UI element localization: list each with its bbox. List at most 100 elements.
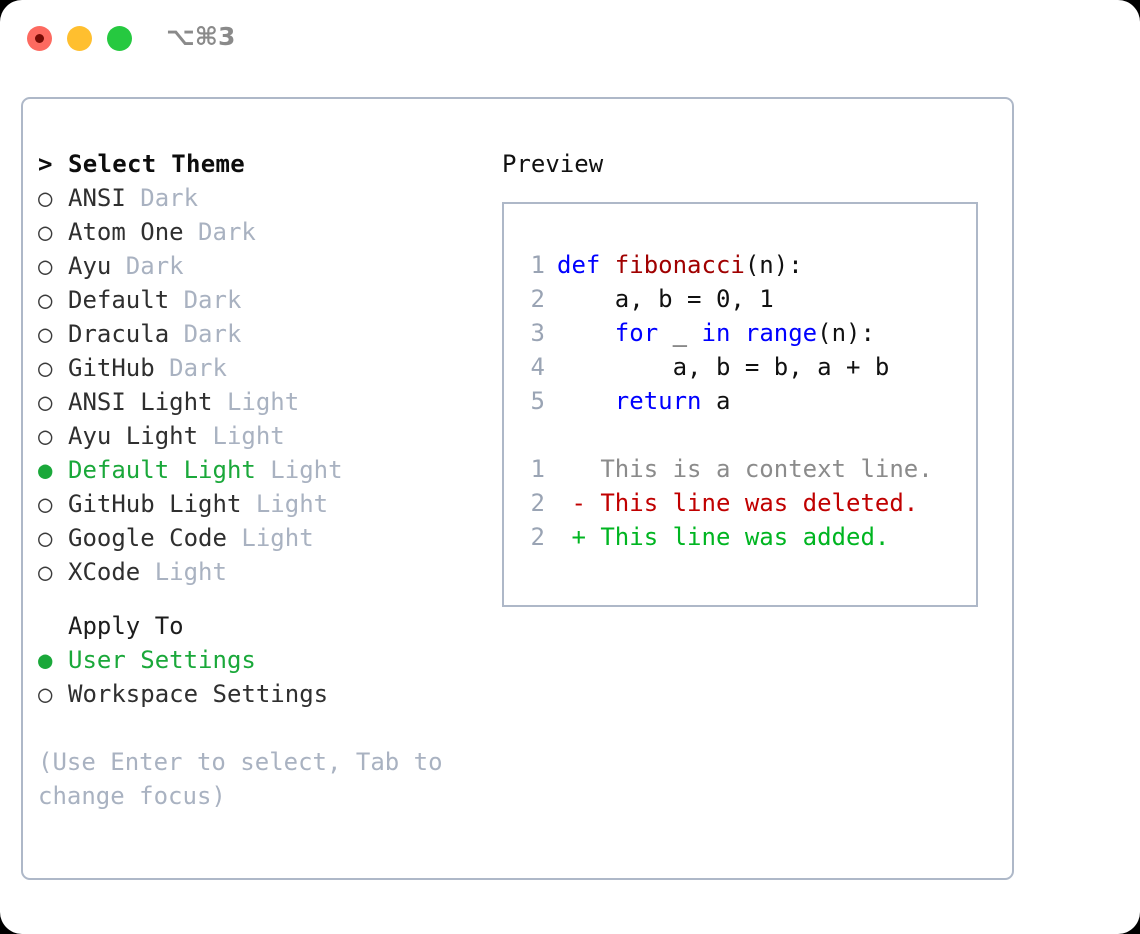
select-theme-heading: > Select Theme [38,147,478,181]
bullet-placeholder-icon: ○ [38,609,68,643]
theme-option-label: Dracula [68,320,170,348]
diff-marker: + [557,523,601,551]
close-button[interactable] [27,26,52,51]
page-title: Select Theme [68,150,245,178]
code-line: 4 a, b = b, a + b [515,350,933,384]
radio-unselected-icon: ○ [38,286,53,314]
theme-option-ansi[interactable]: ○ ANSI Dark [38,181,478,215]
theme-list-column: >Select Theme ○ANSI Dark○Atom One Dark○A… [38,147,478,813]
radio-unselected-icon: ○ [38,252,53,280]
line-number: 2 [530,523,545,551]
code-token: (n): [744,251,803,279]
theme-option-dracula[interactable]: ○Dracula Dark [38,317,478,351]
code-line: 1 def fibonacci(n): [515,248,933,282]
theme-category-badge: Dark [169,286,242,314]
code-token: _ [658,319,702,347]
radio-unselected-icon: ○ [38,524,53,552]
theme-category-badge: Dark [154,354,227,382]
diff-text: This is a context line. [600,455,933,483]
code-line: 2 a, b = 0, 1 [515,282,933,316]
theme-option-xcode[interactable]: ○ XCode Light [38,555,478,589]
radio-unselected-icon: ○ [38,490,53,518]
radio-selected-icon: ● [38,456,53,484]
theme-option-label: Google Code [68,524,227,552]
theme-option-atom-one[interactable]: ○ Atom One Dark [38,215,478,249]
code-token: a, b = b, a + b [557,353,890,381]
theme-option-github-light[interactable]: ○ GitHub Light Light [38,487,478,521]
radio-selected-icon: ● [38,646,53,674]
theme-option-ayu-light[interactable]: ○Ayu Light Light [38,419,478,453]
line-number: 5 [530,387,545,415]
code-token [557,387,615,415]
theme-option-default[interactable]: ○ Default Dark [38,283,478,317]
radio-unselected-icon: ○ [38,558,53,586]
radio-unselected-icon: ○ [38,218,53,246]
apply-to-option-label: Workspace Settings [68,680,329,708]
radio-unselected-icon: ○ [38,388,53,416]
diff-text: This line was added. [600,523,890,551]
theme-option-label: ANSI [68,184,126,212]
line-number: 2 [530,489,545,517]
theme-category-badge: Light [140,558,227,586]
theme-category-badge: Dark [125,184,199,212]
prompt-caret-icon: > [38,150,53,178]
diff-marker [557,455,600,483]
traffic-lights [27,26,132,51]
line-number: 1 [530,251,545,279]
diff-marker: - [557,489,601,517]
theme-option-github[interactable]: ○GitHub Dark [38,351,478,385]
apply-to-option-list: ●User Settings ○ Workspace Settings [38,643,478,711]
keyboard-shortcut-label: ⌥⌘3 [166,22,236,51]
apply-to-option-workspace-settings[interactable]: ○ Workspace Settings [38,677,478,711]
theme-option-label: XCode [68,558,141,586]
code-diff-separator [515,418,933,452]
theme-option-ansi-light[interactable]: ○ ANSI Light Light [38,385,478,419]
theme-option-label: GitHub Light [68,490,242,518]
apply-to-option-user-settings[interactable]: ●User Settings [38,643,478,677]
theme-option-ayu[interactable]: ○ Ayu Dark [38,249,478,283]
theme-category-badge: Dark [111,252,184,280]
list-spacer [38,589,478,609]
code-token: return [614,387,702,415]
theme-category-badge: Dark [169,320,242,348]
line-number: 2 [530,285,545,313]
theme-option-label: Default [68,286,170,314]
line-number: 4 [530,353,545,381]
line-number: 1 [530,455,545,483]
code-token: a, b = 0, 1 [557,285,774,313]
radio-unselected-icon: ○ [38,354,53,382]
theme-option-label: Ayu [68,252,112,280]
theme-option-label: Default Light [68,456,256,484]
theme-option-default-light[interactable]: ●Default Light Light [38,453,478,487]
diff-line-add: 2 + This line was added. [515,520,933,554]
code-token: def [557,251,615,279]
theme-category-badge: Light [226,524,314,552]
code-token: (n): [817,319,875,347]
preview-title: Preview [502,150,604,178]
radio-unselected-icon: ○ [38,422,53,450]
theme-option-google-code[interactable]: ○ Google Code Light [38,521,478,555]
code-line: 3 for _ in range(n): [515,316,933,350]
minimize-button[interactable] [67,26,92,51]
theme-category-badge: Dark [183,218,256,246]
diff-text: This line was deleted. [600,489,919,517]
theme-option-label: Atom One [68,218,184,246]
code-token [557,319,615,347]
radio-unselected-icon: ○ [38,680,53,708]
code-token: for [614,319,659,347]
maximize-button[interactable] [107,26,132,51]
code-token: fibonacci [614,251,745,279]
theme-category-badge: Light [212,388,300,416]
theme-option-label: ANSI Light [68,388,213,416]
code-token: range [744,319,818,347]
theme-option-list: ○ ANSI Dark ○ Atom One Dark ○ Ayu Dark ○ Defaul… [38,181,478,589]
apply-to-label: Apply To [68,612,184,640]
diff-line-ctx: 1 This is a context line. [515,452,933,486]
theme-category-badge: Light [241,490,329,518]
keyboard-hint-text: (Use Enter to select, Tab to change focu… [38,748,443,810]
code-token: in [701,319,731,347]
radio-unselected-icon: ○ [38,184,53,212]
